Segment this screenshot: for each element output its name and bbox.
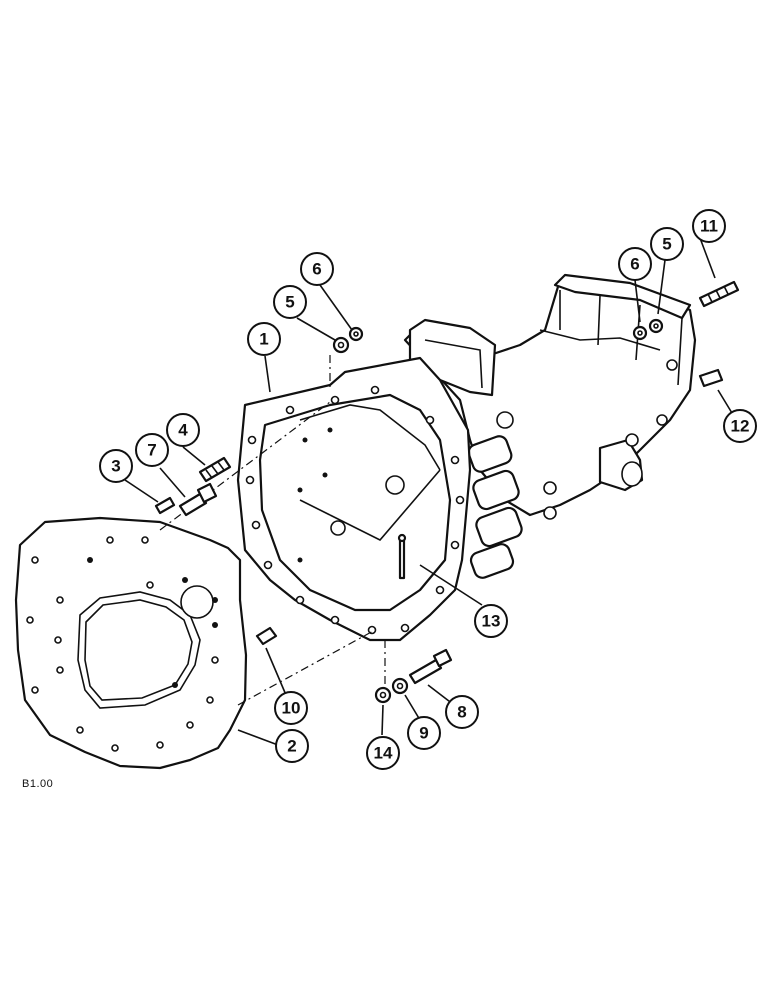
- svg-text:3: 3: [111, 457, 120, 476]
- callout-9: 9: [407, 716, 441, 750]
- callout-10: 10: [274, 691, 308, 725]
- washer-5-right: [648, 318, 664, 334]
- callout-14: 14: [366, 736, 400, 770]
- dowel-pin-10: [255, 626, 278, 646]
- svg-text:9: 9: [419, 724, 428, 743]
- cap-screw-7: [178, 482, 218, 517]
- callout-5-left: 5: [273, 285, 307, 319]
- dowel-pin-12: [698, 368, 724, 388]
- nut-5-left: [332, 336, 350, 354]
- svg-text:5: 5: [662, 235, 671, 254]
- stud-4: [198, 456, 232, 483]
- svg-text:12: 12: [731, 417, 750, 436]
- callout-6-right: 6: [618, 247, 652, 281]
- callout-4: 4: [166, 413, 200, 447]
- callout-3: 3: [99, 449, 133, 483]
- washer-9: [391, 677, 409, 695]
- figure-code: B1.00: [22, 778, 54, 790]
- svg-text:7: 7: [147, 441, 156, 460]
- svg-text:1: 1: [259, 330, 268, 349]
- svg-text:5: 5: [285, 293, 294, 312]
- svg-text:13: 13: [482, 612, 501, 631]
- callout-1: 1: [247, 322, 281, 356]
- cap-screw-8: [408, 648, 453, 685]
- callout-11: 11: [692, 209, 726, 243]
- adapter-plate: [14, 516, 248, 770]
- callout-2: 2: [275, 729, 309, 763]
- callout-5-right: 5: [650, 227, 684, 261]
- callout-8: 8: [445, 695, 479, 729]
- svg-text:2: 2: [287, 737, 296, 756]
- nut-14: [374, 686, 392, 704]
- callout-12: 12: [723, 409, 757, 443]
- transmission-housing: [236, 273, 697, 642]
- svg-text:4: 4: [178, 421, 188, 440]
- dowel-pin-3: [154, 496, 176, 515]
- washer-6-left: [348, 326, 364, 342]
- svg-text:8: 8: [457, 703, 466, 722]
- svg-text:11: 11: [700, 217, 718, 236]
- callout-13: 13: [474, 604, 508, 638]
- pin-13: [397, 533, 407, 580]
- nut-6-right: [632, 325, 648, 341]
- svg-text:6: 6: [630, 255, 639, 274]
- svg-text:6: 6: [312, 260, 321, 279]
- alignment-line-lower: [237, 629, 376, 706]
- stud-11: [698, 280, 740, 308]
- svg-text:14: 14: [374, 744, 393, 763]
- callout-7: 7: [135, 433, 169, 467]
- callout-6-left: 6: [300, 252, 334, 286]
- svg-text:10: 10: [282, 699, 301, 718]
